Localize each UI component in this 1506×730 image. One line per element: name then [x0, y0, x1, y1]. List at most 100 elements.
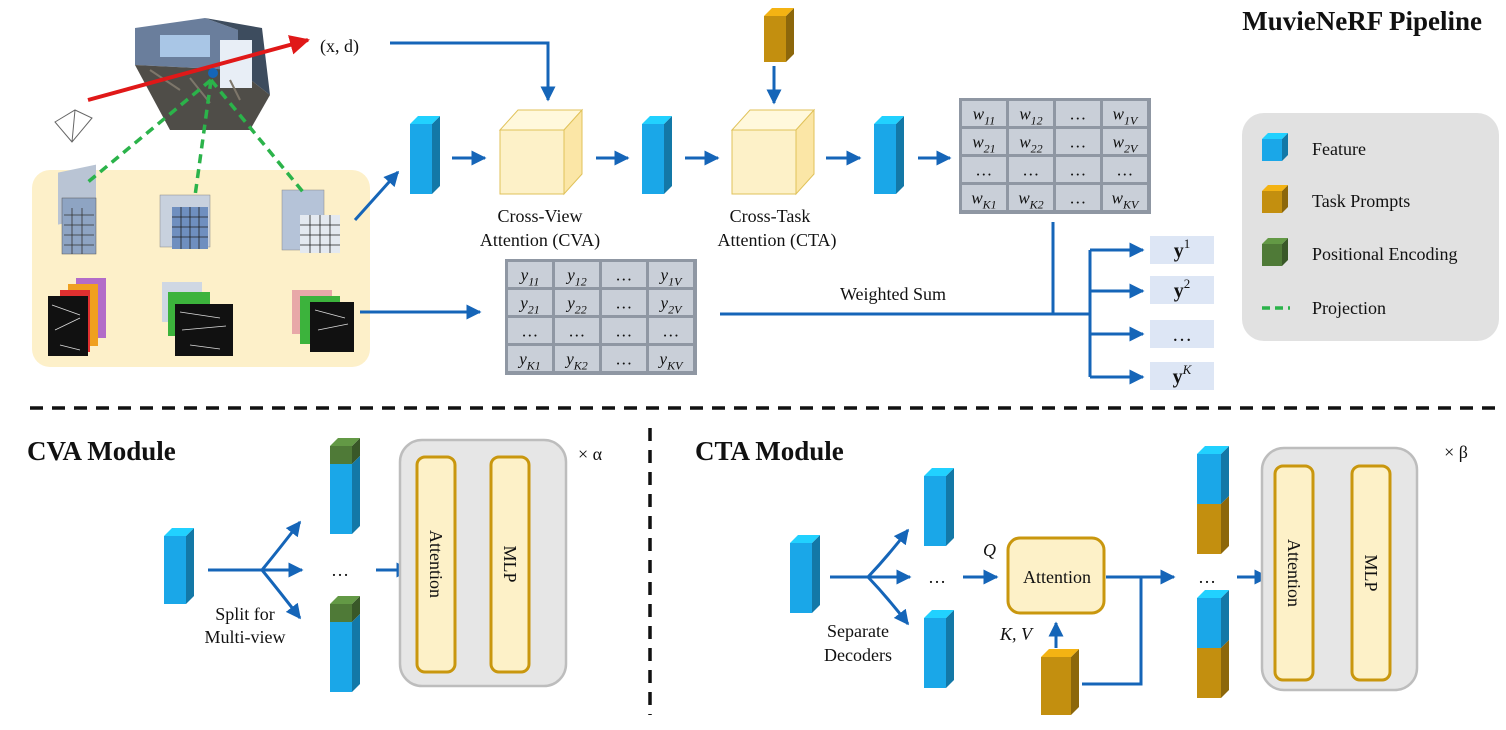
split-label-line2: Multi-view [205, 627, 286, 647]
arrow [390, 41, 556, 102]
pipeline-title: MuvieNeRF Pipeline [1242, 6, 1482, 36]
output-box [1150, 236, 1214, 264]
cva-attention-label: Attention [426, 530, 446, 598]
matrix-cell [1103, 185, 1147, 210]
matrix-cell-label: y12 [565, 266, 587, 289]
legend-label: Projection [1312, 298, 1386, 318]
matrix-cell [962, 185, 1006, 210]
matrix-cell-label: … [1023, 161, 1038, 180]
camera-ray [87, 35, 310, 102]
matrix-cell [602, 262, 646, 287]
matrix-cell-label: yK1 [517, 350, 541, 373]
matrix-cell-label: y2V [659, 294, 684, 317]
legend-label: Feature [1312, 139, 1366, 159]
task-prompt-cube [1041, 649, 1079, 715]
matrix-cell-label: y1V [659, 266, 684, 289]
feature-pe-cube [330, 596, 360, 692]
matrix-cell-label: … [1070, 105, 1085, 124]
matrix-cell [649, 290, 693, 315]
matrix-cell [1009, 101, 1053, 126]
legend-label: Task Prompts [1312, 191, 1410, 211]
matrix-cell [555, 262, 599, 287]
output-box [1150, 362, 1214, 390]
decoders-label-line2: Decoders [824, 645, 892, 665]
cta-attention-label: Attention [1284, 539, 1304, 607]
matrix-cell-label: wK2 [1018, 189, 1043, 212]
feature-prompt-cube [1197, 590, 1229, 698]
matrix-cell [602, 318, 646, 343]
matrix-cell-label: … [522, 322, 537, 341]
cva-mlp-label: MLP [500, 545, 520, 582]
matrix-cell-label: y21 [518, 294, 540, 317]
matrix-cell-label: … [1070, 189, 1085, 208]
flow-arrows [452, 66, 952, 166]
matrix-cell [555, 290, 599, 315]
output-box [1150, 276, 1214, 304]
camera-icon [54, 109, 93, 143]
matrix-cell [508, 262, 552, 287]
matrix-cell [508, 290, 552, 315]
cva-label-line2: Attention (CVA) [480, 230, 600, 251]
cta-query-attention-label: Attention [1023, 567, 1091, 587]
matrix-cell-label: … [1070, 161, 1085, 180]
matrix-cell-label: w21 [972, 133, 995, 156]
matrix-cell-label: … [616, 266, 631, 285]
legend-label: Positional Encoding [1312, 244, 1458, 264]
feature-cube [924, 610, 954, 688]
output-label: y1 [1174, 236, 1191, 262]
cta-ellipsis-left: … [928, 567, 946, 587]
cta-query-attention-box [1006, 536, 1106, 615]
projection-lines [86, 78, 305, 197]
feature-pe-cube [330, 438, 360, 534]
scene-render [135, 18, 270, 130]
matrix-cell-label: y22 [565, 294, 587, 317]
matrix-cell-label: yK2 [564, 350, 588, 373]
source-view-thumbnail [58, 164, 97, 255]
decoders-label-line1: Separate [827, 621, 889, 641]
matrix-cell-label: … [616, 322, 631, 341]
cta-attention-block [1273, 464, 1315, 682]
matrix-cell-label: yKV [658, 350, 685, 373]
cta-ellipsis-right: … [1198, 567, 1216, 587]
matrix-cell-label: … [976, 161, 991, 180]
weighted-sum-label: Weighted Sum [840, 284, 946, 304]
matrix-cell [649, 318, 693, 343]
feature-cube [790, 535, 820, 613]
matrix-cell [602, 346, 646, 371]
matrix-cell [649, 262, 693, 287]
cta-module-title: CTA Module [695, 436, 844, 466]
prompt-legend-icon [1262, 185, 1288, 213]
matrix-cell [962, 101, 1006, 126]
arrow [353, 170, 400, 222]
feature-cube [874, 116, 904, 194]
matrix-cell-label: w2V [1113, 133, 1139, 156]
output-label: y2 [1174, 276, 1191, 302]
matrix-cell-label: … [616, 350, 631, 369]
output-label: … [1172, 324, 1192, 346]
task-maps-stack [48, 278, 106, 356]
task-maps-stack [292, 290, 354, 352]
matrix-cell-label: w22 [1019, 133, 1042, 156]
matrix-cell [1056, 185, 1100, 210]
matrix-cell [602, 290, 646, 315]
weighted-sum-connectors [720, 222, 1145, 385]
matrix-cell [962, 129, 1006, 154]
split-label-line1: Split for [215, 604, 275, 624]
cva-repeat-label: × α [578, 444, 603, 464]
kv-label: K, V [999, 624, 1034, 644]
cva-block [498, 108, 584, 196]
matrix-cell [1056, 157, 1100, 182]
matrix-cell [649, 346, 693, 371]
task-prompt-cube [764, 8, 794, 62]
matrix-cell [508, 346, 552, 371]
sample-point [208, 68, 218, 78]
matrix-cell [962, 157, 1006, 182]
cta-repeat-label: × β [1444, 442, 1468, 462]
matrix-cell [555, 318, 599, 343]
cva-attention-block [415, 455, 457, 674]
matrix-cell-label: … [1117, 161, 1132, 180]
